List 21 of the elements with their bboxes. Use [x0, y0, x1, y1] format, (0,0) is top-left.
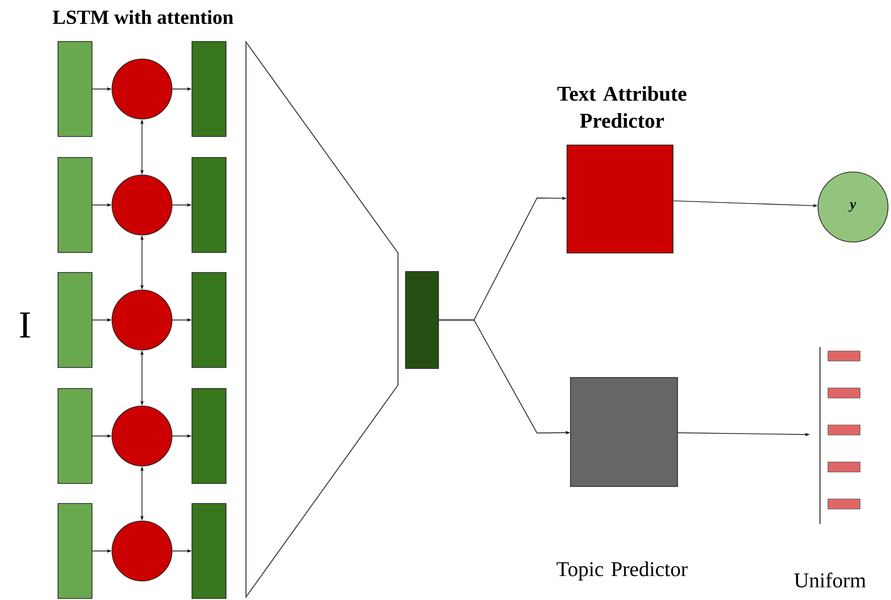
lstm-cell [112, 58, 172, 120]
input-bar [58, 41, 92, 137]
output-bar [192, 388, 226, 484]
output-bar [192, 503, 226, 599]
input-bar [58, 272, 92, 368]
output-bar [192, 157, 226, 253]
input-bar [58, 157, 92, 253]
input-bar [58, 503, 92, 599]
lstm-cell [112, 290, 172, 350]
lstm-cell [112, 520, 172, 582]
box-heading: Text Attribute Predictor [557, 86, 686, 128]
lstm-cell [112, 174, 172, 236]
output-bar [192, 41, 226, 137]
encoding-bar [405, 271, 439, 369]
node-caption: Uniform [794, 572, 866, 588]
lstm-cell [112, 406, 172, 466]
output-bar [192, 272, 226, 368]
input-bar [58, 388, 92, 484]
box-caption: Topic Predictor [556, 562, 688, 581]
input-symbol: I [20, 312, 30, 338]
section-title: LSTM with attention [52, 10, 234, 24]
